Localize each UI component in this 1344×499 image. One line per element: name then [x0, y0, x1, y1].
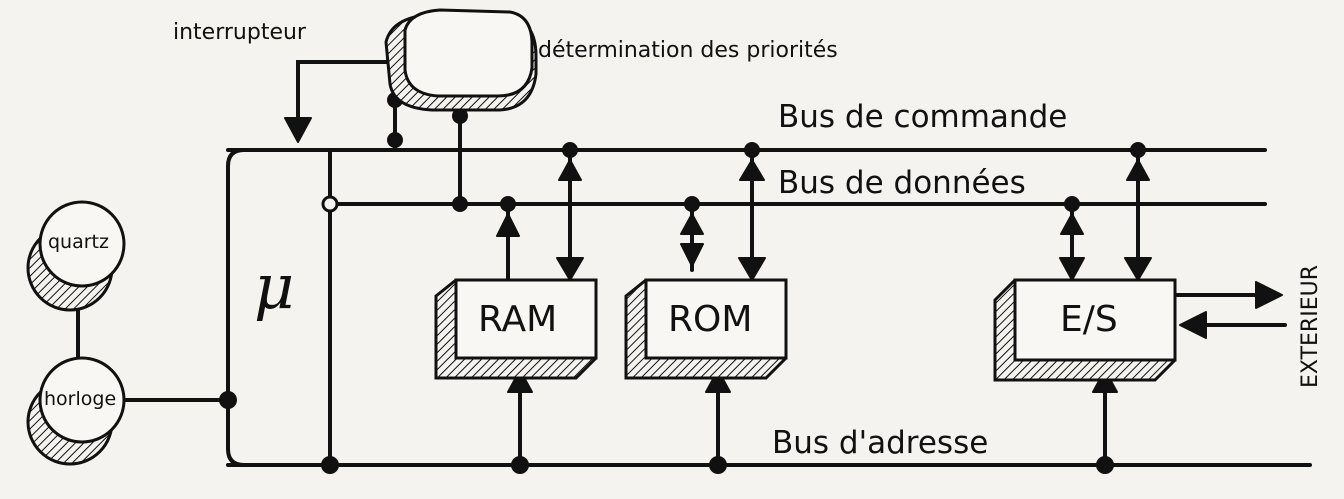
- horloge-unit: [26, 356, 126, 466]
- bus-donnees-label: Bus de données: [778, 165, 1026, 201]
- processor-left-line: [226, 148, 262, 467]
- priorites-label: détermination des priorités: [538, 38, 838, 63]
- ram-box: [434, 278, 598, 380]
- bus-commande-label: Bus de commande: [778, 99, 1068, 135]
- interrupteur-label: interrupteur: [173, 20, 306, 45]
- rom-box: [624, 278, 788, 380]
- horloge-label: horloge: [44, 388, 117, 410]
- priority-unit: [384, 8, 538, 112]
- exterieur-label: EXTERIEUR: [1298, 265, 1323, 388]
- bus-adresse-label: Bus d'adresse: [772, 425, 989, 461]
- quartz-label: quartz: [48, 231, 109, 253]
- interrupt-arrowhead: [284, 117, 312, 143]
- quartz-unit: [26, 200, 126, 312]
- interrupt-line: [296, 60, 397, 122]
- input-arrowhead: [1179, 311, 1207, 339]
- es-box: [993, 278, 1177, 382]
- output-arrowhead: [1255, 281, 1283, 309]
- microprocessor-label: μ: [254, 250, 295, 323]
- ram-label: RAM: [478, 299, 558, 340]
- es-label: E/S: [1060, 299, 1118, 340]
- rom-label: ROM: [668, 299, 753, 340]
